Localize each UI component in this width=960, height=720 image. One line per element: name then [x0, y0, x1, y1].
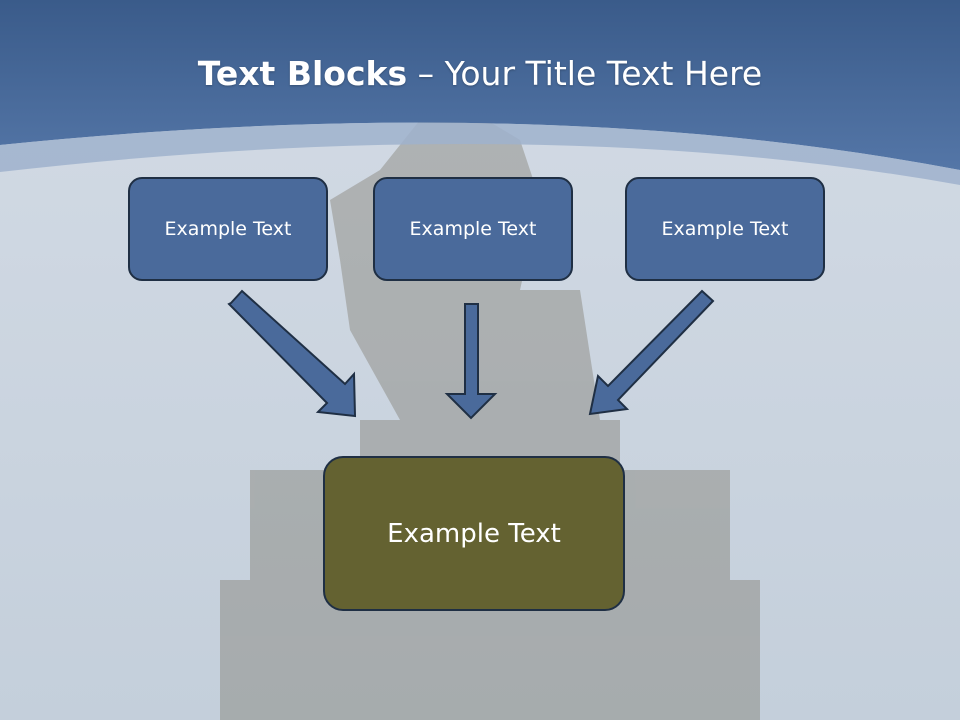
- header-swoosh: [0, 122, 960, 185]
- header-band: [0, 0, 960, 170]
- center-text-block-label: Example Text: [387, 518, 561, 549]
- text-block-2-label: Example Text: [409, 218, 537, 240]
- text-block-1[interactable]: Example Text: [128, 177, 328, 281]
- title-rest: – Your Title Text Here: [407, 54, 763, 93]
- arrow-center: [444, 303, 498, 420]
- text-block-1-label: Example Text: [164, 218, 292, 240]
- text-block-2[interactable]: Example Text: [373, 177, 573, 281]
- title-bold: Text Blocks: [197, 54, 408, 93]
- text-block-3-label: Example Text: [661, 218, 789, 240]
- center-text-block[interactable]: Example Text: [323, 456, 625, 611]
- arrow-left: [227, 289, 357, 418]
- slide-title: Text Blocks – Your Title Text Here: [0, 52, 960, 96]
- arrow-right: [588, 289, 715, 416]
- text-block-3[interactable]: Example Text: [625, 177, 825, 281]
